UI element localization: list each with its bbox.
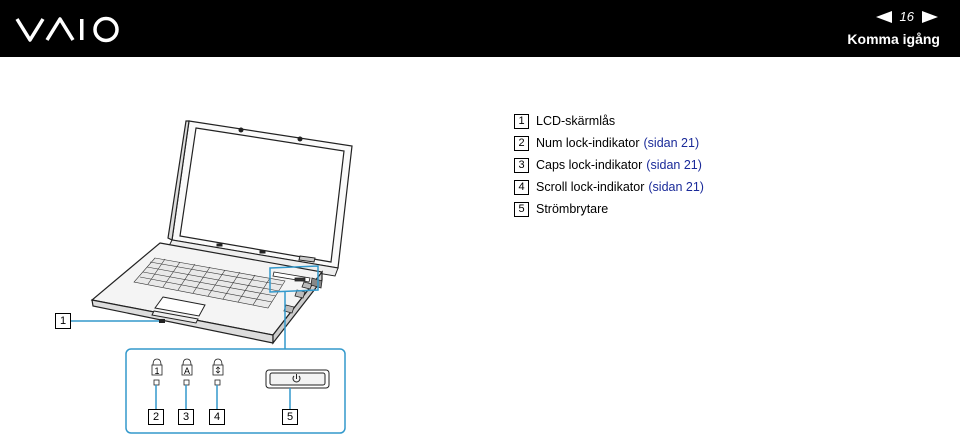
callout-5: 5	[282, 409, 298, 425]
legend-label: Scroll lock-indikator	[536, 180, 645, 194]
legend-number: 4	[514, 179, 529, 195]
laptop-lid	[167, 120, 353, 269]
zoom-detail-box	[125, 348, 346, 434]
scroll-lock-indicator	[212, 358, 224, 386]
legend-item: 1 LCD-skärmlås	[514, 110, 704, 132]
keyboard	[133, 257, 286, 309]
legend-item: 5 Strömbrytare	[514, 198, 704, 220]
page-reference-link[interactable]: (sidan 21)	[643, 136, 700, 150]
indicator-highlight	[269, 265, 319, 293]
scroll-lock-icon	[215, 366, 221, 374]
legend-number: 3	[514, 157, 529, 173]
legend-label: LCD-skärmlås	[536, 114, 616, 128]
previous-page-icon[interactable]	[875, 10, 892, 23]
power-icon	[292, 375, 301, 383]
front-latch	[159, 319, 165, 323]
legend: 1 LCD-skärmlås 2 Num lock-indikator (sid…	[514, 110, 704, 220]
legend-label: Caps lock-indikator	[536, 158, 643, 172]
callout-2: 2	[148, 409, 164, 425]
caps-lock-indicator: A	[181, 358, 193, 386]
legend-item: 4 Scroll lock-indikator (sidan 21)	[514, 176, 704, 198]
touchpad	[151, 296, 206, 324]
legend-item: 3 Caps lock-indikator (sidan 21)	[514, 154, 704, 176]
num-lock-icon: 1	[154, 366, 159, 376]
page-reference-link[interactable]: (sidan 21)	[646, 158, 702, 172]
next-page-icon[interactable]	[922, 10, 938, 23]
section-title: Komma igång	[847, 31, 940, 47]
legend-number: 2	[514, 135, 529, 151]
indicator-strip	[272, 271, 311, 283]
page-header: 16 Komma igång	[0, 0, 960, 57]
power-button	[265, 369, 330, 389]
page-number: 16	[899, 9, 914, 24]
callout-1: 1	[55, 313, 71, 329]
legend-number: 5	[514, 201, 529, 217]
legend-label: Strömbrytare	[536, 202, 609, 216]
lcd-latch-icon	[238, 127, 244, 133]
legend-label: Num lock-indikator	[536, 136, 640, 150]
legend-item: 2 Num lock-indikator (sidan 21)	[514, 132, 704, 154]
callout-3: 3	[178, 409, 194, 425]
legend-number: 1	[514, 113, 529, 129]
caps-lock-icon: A	[184, 366, 190, 376]
vaio-logo	[15, 16, 119, 43]
num-lock-indicator: 1	[151, 358, 163, 386]
page-navigation: 16	[875, 9, 938, 24]
callout-4: 4	[209, 409, 225, 425]
page-reference-link[interactable]: (sidan 21)	[648, 180, 704, 194]
